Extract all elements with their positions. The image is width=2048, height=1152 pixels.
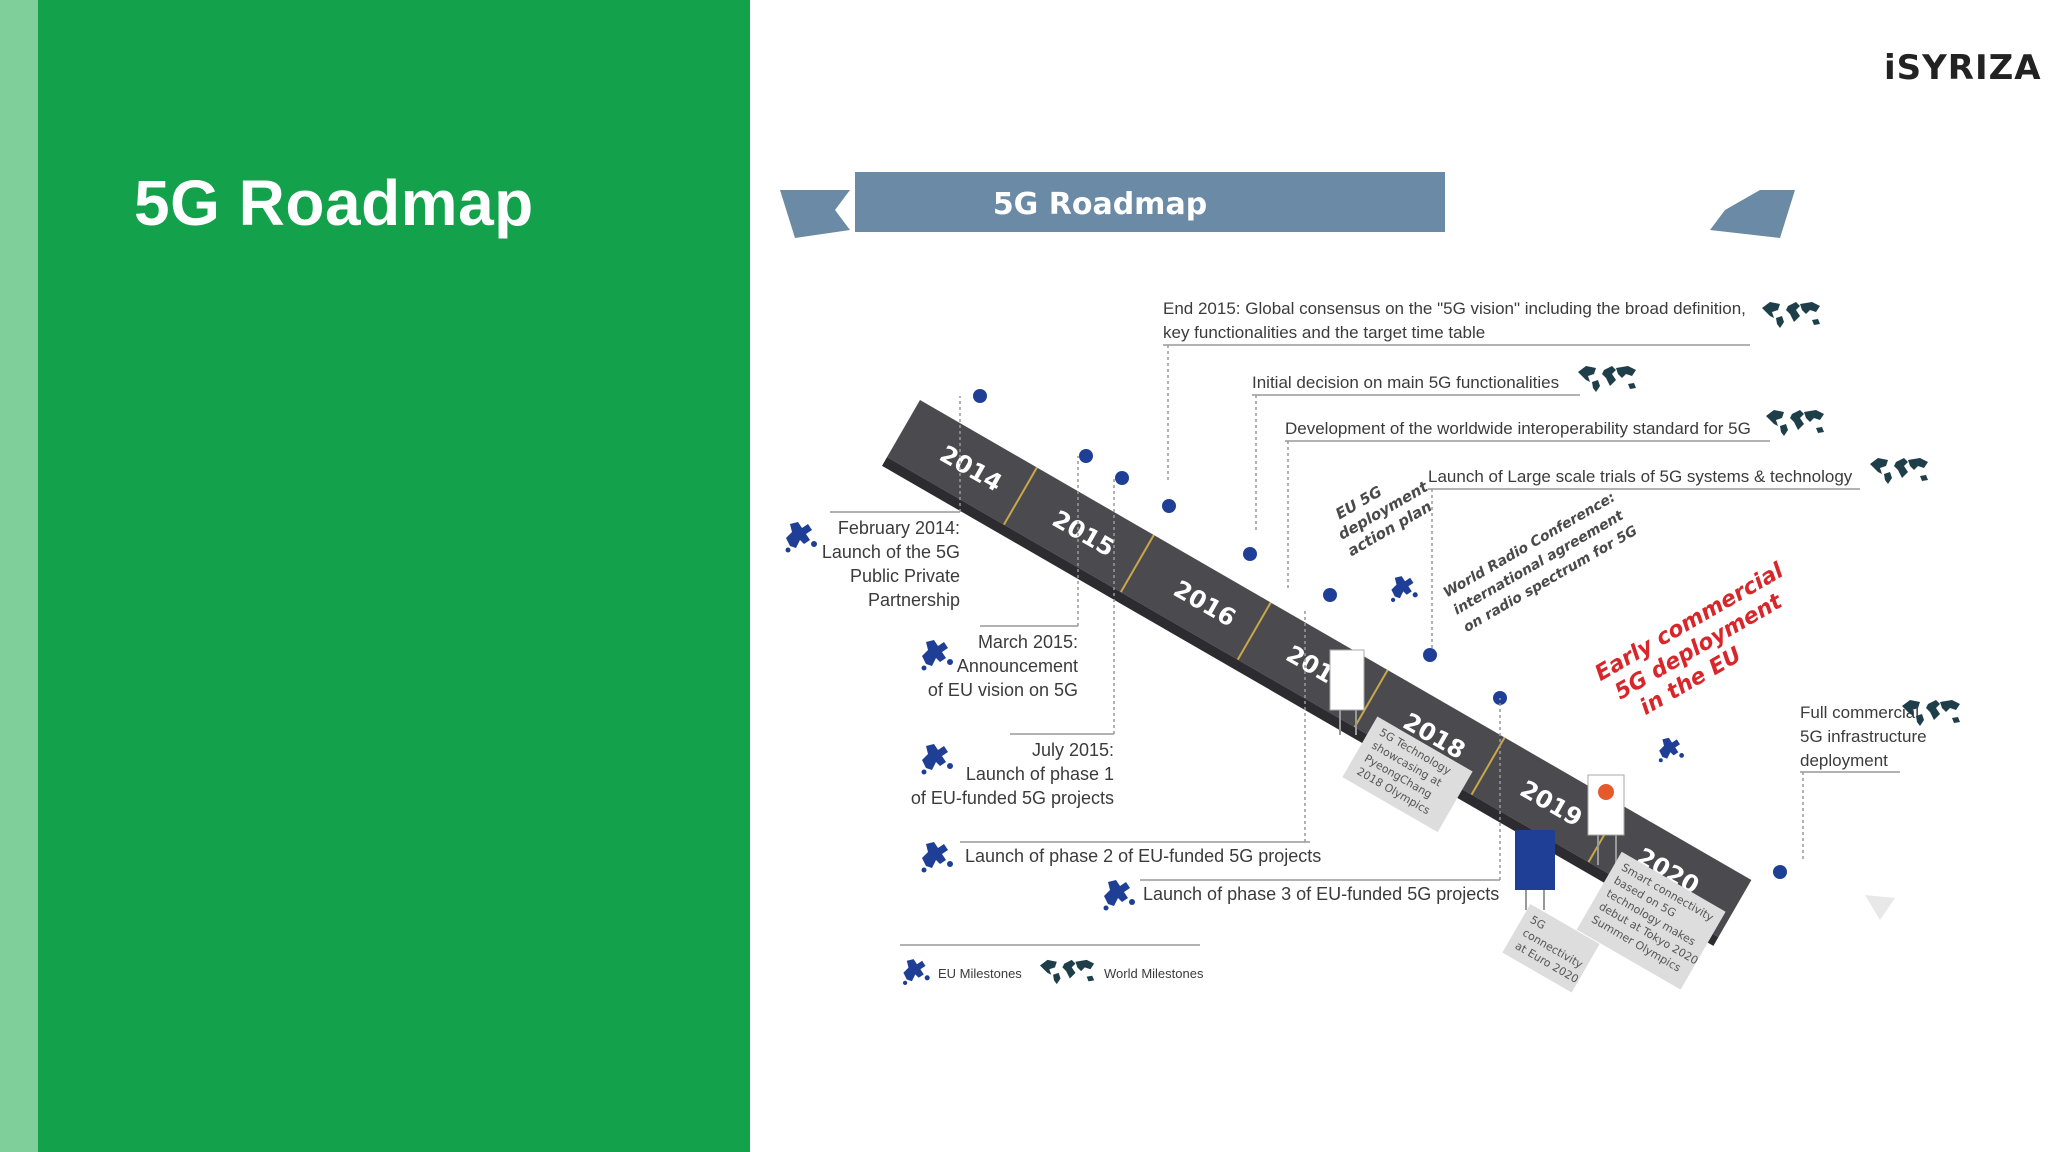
world-milestone-3: Development of the worldwide interoperab… — [1285, 410, 1824, 590]
eu-milestone-1: February 2014: Launch of the 5G Public P… — [785, 396, 961, 610]
roadmap-banner: 5G Roadmap — [780, 172, 1795, 238]
legend-eu: EU Milestones — [938, 966, 1022, 981]
eu-milestone-2: March 2015: Announcement of EU vision on… — [921, 456, 1079, 700]
svg-text:international agreement: international agreement — [1451, 507, 1628, 618]
svg-text:Initial decision on main 5G fu: Initial decision on main 5G functionalit… — [1252, 373, 1559, 392]
svg-text:Partnership: Partnership — [868, 590, 960, 610]
slide-title: 5G Roadmap — [134, 167, 534, 239]
world-milestone-1: End 2015: Global consensus on the "5G vi… — [1163, 299, 1820, 480]
title-panel — [38, 0, 750, 1152]
sign-euro: 5G connectivity at Euro 2020 — [1502, 830, 1600, 993]
world-radio-conference: World Radio Conference: international ag… — [1441, 489, 1641, 635]
world-milestone-2: Initial decision on main 5G functionalit… — [1252, 366, 1636, 530]
svg-text:March 2015:: March 2015: — [978, 632, 1078, 652]
world-milestone-5: Full commercial 5G infrastructure deploy… — [1800, 700, 1960, 860]
legend-world: World Milestones — [1104, 966, 1204, 981]
accent-strip — [0, 0, 38, 1152]
eu-milestone-4: Launch of phase 2 of EU-funded 5G projec… — [921, 610, 1321, 873]
svg-text:Announcement: Announcement — [957, 656, 1078, 676]
sign-tokyo: Smart connectivity based on 5G technolog… — [1576, 774, 1726, 990]
eu-milestone-5: Launch of phase 3 of EU-funded 5G projec… — [1103, 698, 1501, 911]
svg-text:Launch of Large scale trials o: Launch of Large scale trials of 5G syste… — [1428, 467, 1853, 486]
road: 2014 2015 2016 2017 2018 2019 2020 — [882, 400, 1752, 946]
road-arrow — [1865, 895, 1895, 920]
eu-action-plan: EU 5G deployment action plan — [1332, 477, 1435, 560]
svg-text:deployment: deployment — [1800, 751, 1888, 770]
svg-text:key functionalities and the ta: key functionalities and the target time … — [1163, 323, 1485, 342]
beyond-2020: Beyond 2020 — [1759, 769, 1860, 860]
svg-text:February 2014:: February 2014: — [838, 518, 960, 538]
legend: EU Milestones World Milestones — [900, 944, 1204, 986]
svg-text:Development of the worldwide i: Development of the worldwide interoperab… — [1285, 419, 1751, 438]
world-milestone-4: Launch of Large scale trials of 5G syste… — [1428, 458, 1928, 650]
svg-text:End 2015: Global consensus on: End 2015: Global consensus on the "5G vi… — [1163, 299, 1746, 318]
roadmap-diagram: 5G Roadmap 2014 2015 2016 2017 2018 2019… — [780, 172, 1960, 993]
svg-text:Full commercial: Full commercial — [1800, 703, 1919, 722]
eu-milestone-3: July 2015: Launch of phase 1 of EU-funde… — [911, 478, 1115, 808]
early-commercial-deployment: Early commercial 5G deployment in the EU — [1591, 558, 1788, 720]
svg-text:Public Private: Public Private — [850, 566, 960, 586]
banner-title: 5G Roadmap — [993, 187, 1207, 222]
svg-text:Launch of phase 1: Launch of phase 1 — [966, 764, 1114, 784]
svg-text:5G infrastructure: 5G infrastructure — [1800, 727, 1927, 746]
brand-logo: iSYRIZA — [1884, 48, 2042, 88]
svg-text:Launch of phase 2 of EU-funded: Launch of phase 2 of EU-funded 5G projec… — [965, 846, 1321, 866]
svg-text:Launch of phase 3 of EU-funded: Launch of phase 3 of EU-funded 5G projec… — [1143, 884, 1499, 904]
svg-text:July 2015:: July 2015: — [1032, 740, 1114, 760]
svg-text:of EU-funded 5G projects: of EU-funded 5G projects — [911, 788, 1114, 808]
svg-text:Launch of the 5G: Launch of the 5G — [822, 542, 960, 562]
svg-text:of EU vision on 5G: of EU vision on 5G — [928, 680, 1078, 700]
milestone-dots — [973, 389, 1787, 879]
